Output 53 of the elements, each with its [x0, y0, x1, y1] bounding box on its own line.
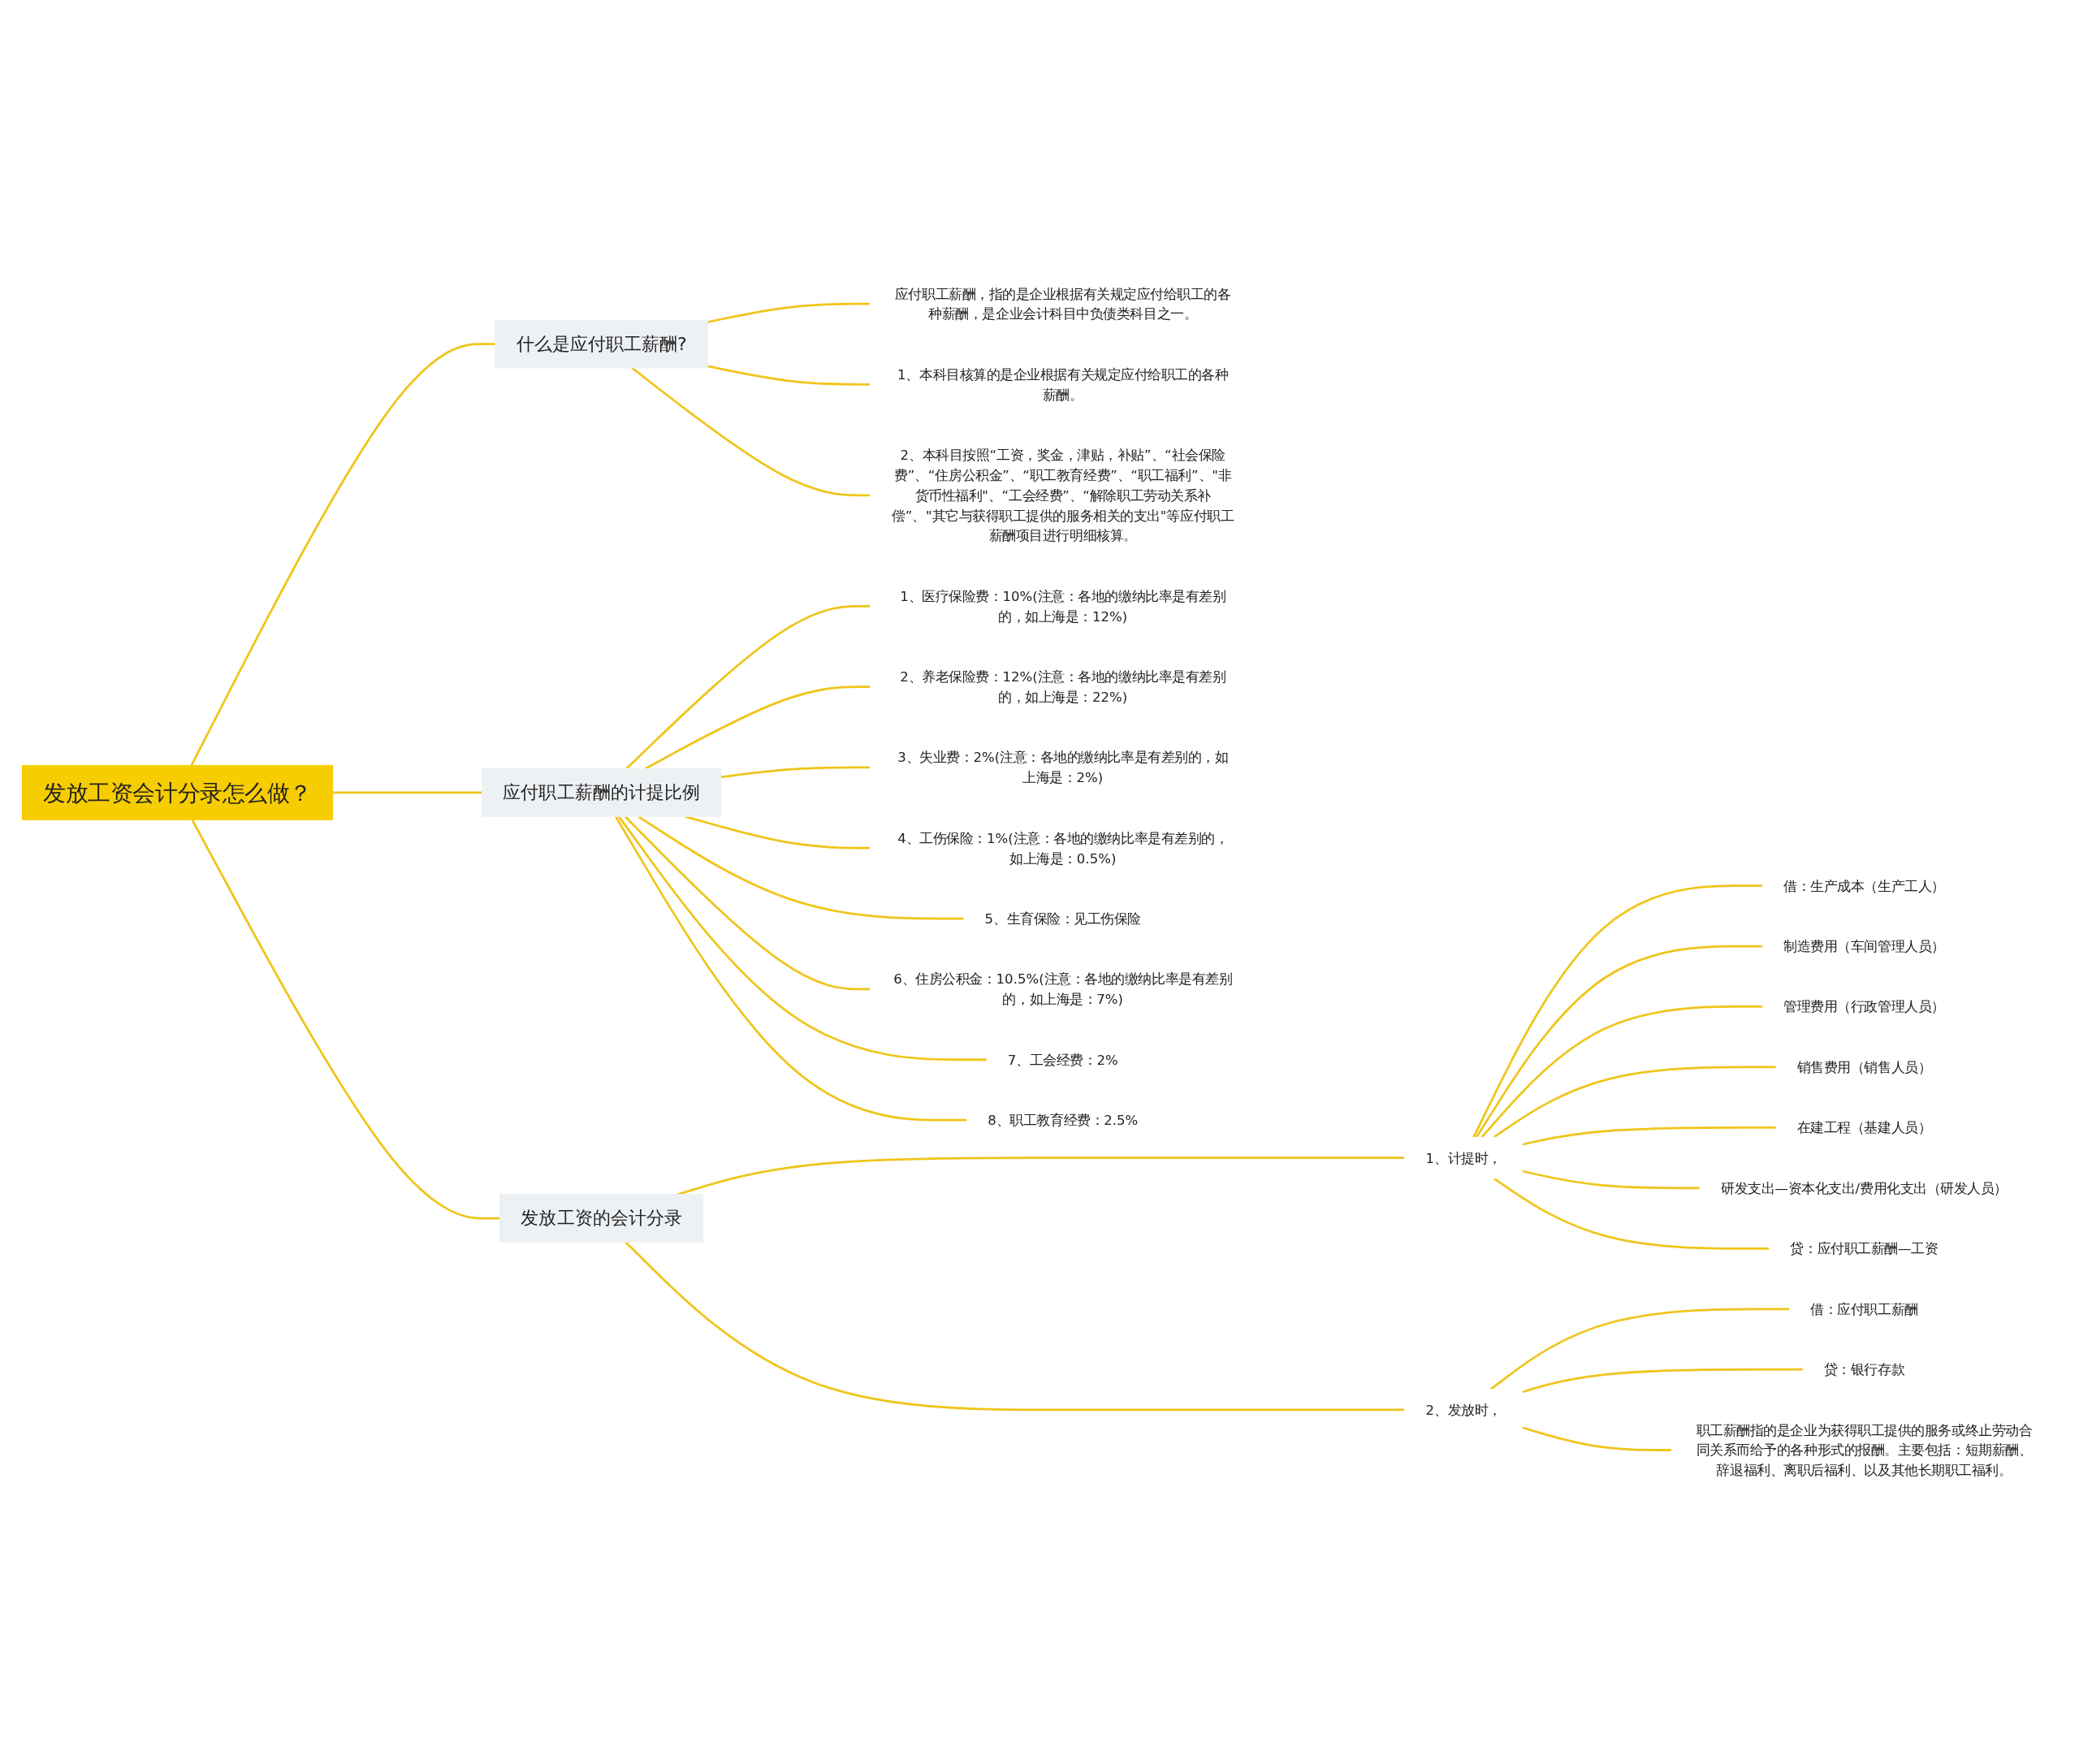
connector: [625, 604, 871, 770]
connector: [624, 815, 871, 991]
node-text: 贷：应付职工薪酬—工资: [1790, 1240, 1939, 1256]
node-text: 销售费用（销售人员）: [1796, 1059, 1932, 1075]
node-text: 8、职工教育经费：2.5%: [988, 1112, 1139, 1128]
node-text: 借：生产成本（生产工人）: [1783, 877, 1945, 894]
node-text: 2、本科目按照“工资，奖金，津贴，补贴”、“社会保险费”、“住房公积金”、“职工教育经费”、“职工福利”、"非货币性福利"、“工会经费”、“解除职工劳动关系补偿”、"其它与获得职工提供的服务相关的支出"等应付职工薪酬项目进行明细核算。: [892, 447, 1234, 544]
connector: [720, 766, 871, 779]
connector: [677, 1157, 1405, 1195]
connector: [644, 685, 871, 770]
node-box: 应付职工薪酬的计提比例: [482, 768, 722, 817]
node-text: 3、失业费：2%(注意：各地的缴纳比率是有差别的，如上海是：2%): [897, 749, 1229, 785]
connector: [625, 1241, 1405, 1412]
node-box: 发放工资的会计分录: [499, 1194, 704, 1243]
connector: [1493, 1177, 1770, 1250]
connector: [707, 365, 871, 386]
connector: [631, 367, 871, 497]
node-text: 研发支出—资本化支出/费用化支出（研发人员）: [1720, 1180, 2008, 1196]
node-text: 1、计提时，: [1425, 1149, 1502, 1166]
node-text: 借：应付职工薪酬: [1810, 1301, 1918, 1317]
node-text: 2、发放时，: [1425, 1402, 1502, 1418]
connector: [707, 302, 871, 323]
node-text: 4、工伤保险：1%(注意：各地的缴纳比率是有差别的，如上海是：0.5%): [897, 830, 1229, 867]
connector: [617, 815, 987, 1061]
node-text: 管理费用（行政管理人员）: [1783, 998, 1945, 1015]
connector: [638, 815, 964, 920]
node-text: 职工薪酬指的是企业为获得职工提供的服务或终止劳动合同关系而给予的各种形式的报酬。主要包括：短期薪酬、辞退福利、离职后福利、以及其他长期职工福利。: [1696, 1422, 2033, 1478]
connector: [1489, 1308, 1790, 1390]
node-text: 1、本科目核算的是企业根据有关规定应付给职工的各种薪酬。: [897, 366, 1229, 403]
node-text: 5、生育保险：见工伤保险: [984, 910, 1142, 927]
connector: [1522, 1126, 1776, 1146]
connector: [1522, 1426, 1672, 1451]
node-box: 发放工资会计分录怎么做？: [21, 764, 334, 820]
connector: [1493, 1066, 1776, 1139]
connector: [1480, 1005, 1763, 1139]
node-text: 1、医疗保险费：10%(注意：各地的缴纳比率是有差别的，如上海是：12%): [900, 588, 1226, 625]
connector: [190, 343, 495, 766]
node-text: 贷：银行存款: [1823, 1361, 1905, 1377]
connector: [1472, 884, 1763, 1138]
connector: [332, 791, 482, 794]
connector: [614, 815, 967, 1122]
node-text: 7、工会经费：2%: [1007, 1052, 1118, 1068]
node-box: 什么是应付职工薪酬?: [495, 319, 708, 369]
connector: [685, 815, 871, 850]
node-text: 制造费用（车间管理人员）: [1783, 938, 1945, 954]
node-text: 在建工程（基建人员）: [1796, 1119, 1932, 1136]
connector: [1522, 1170, 1701, 1190]
connector: [1475, 945, 1763, 1139]
node-text: 6、住房公积金：10.5%(注意：各地的缴纳比率是有差别的，如上海是：7%): [893, 971, 1233, 1007]
node-text: 应付职工薪酬，指的是企业根据有关规定应付给职工的各种薪酬，是企业会计科目中负债类科目之一。: [894, 286, 1231, 322]
connector: [191, 819, 500, 1220]
connector: [1522, 1368, 1804, 1394]
node-text: 2、养老保险费：12%(注意：各地的缴纳比率是有差别的，如上海是：22%): [900, 668, 1226, 705]
